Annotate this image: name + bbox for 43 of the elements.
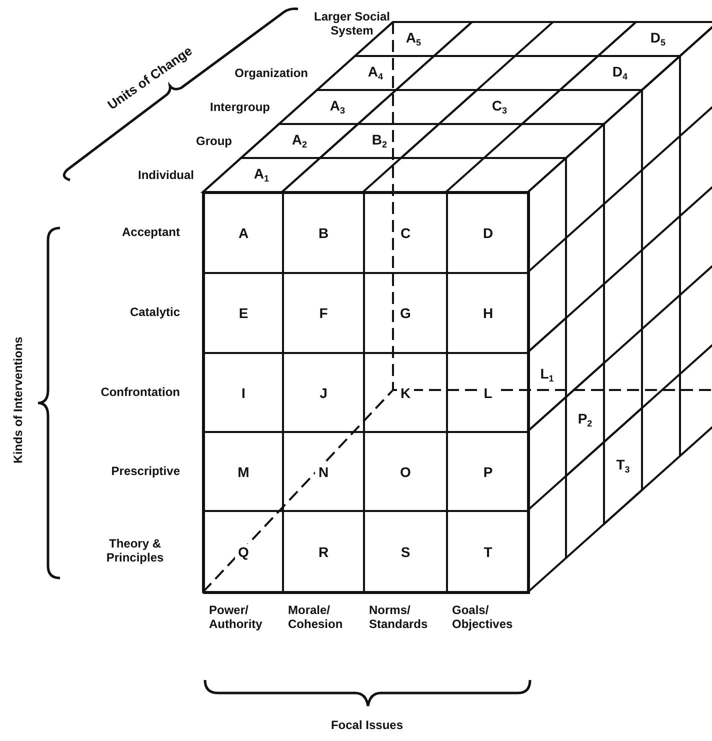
grid-cell: Q (203, 510, 284, 594)
parallelogram-cell (528, 318, 566, 431)
axis-label: Organization (234, 66, 308, 80)
cell-letter: L$_{1}$ (540, 366, 554, 383)
axis-label: Theory & Principles (105, 536, 165, 566)
axis-label: Individual (138, 168, 194, 182)
axis-label: Power/ Authority (209, 603, 264, 632)
cell-letter: D$_{5}$ (650, 30, 666, 48)
cell-letter: B$_{2}$ (372, 132, 388, 150)
axis-label: Acceptant (122, 224, 180, 240)
cell-letter: A$_{1}$ (254, 166, 270, 184)
axis-label: Focal Issues (330, 718, 404, 732)
axis-label: Group (196, 134, 232, 148)
cell-letter: D$_{4}$ (612, 64, 628, 82)
cell-letter: C$_{3}$ (492, 98, 508, 116)
parallelogram-cell (320, 124, 439, 158)
parallelogram-cell (604, 408, 642, 524)
axis-label: Goals/ Objectives (452, 603, 514, 632)
parallelogram-cell (279, 90, 396, 124)
axis-label: Morale/ Cohesion (288, 603, 344, 632)
parallelogram-cell (241, 124, 358, 158)
grid-cell: D (446, 192, 530, 274)
cell-letter: T$_{3}$ (616, 458, 630, 474)
cell-letter: P$_{2}$ (578, 411, 592, 428)
parallelogram-cell (317, 56, 434, 90)
grid-cell: T (446, 510, 530, 594)
cell-letter: A$_{4}$ (368, 64, 384, 82)
parallelogram-cell (203, 158, 320, 192)
parallelogram-cell (560, 56, 680, 90)
axis-label: Larger Social System (312, 10, 392, 38)
cell-letter: A$_{3}$ (330, 98, 346, 116)
parallelogram-cell (439, 90, 560, 124)
cell-letter: A$_{2}$ (292, 132, 308, 150)
axis-label: Confrontation (100, 384, 180, 399)
axis-label: Prescriptive (111, 463, 180, 478)
axis-label: Kinds of Interventions (10, 336, 26, 464)
axis-label: Catalytic (130, 304, 180, 320)
parallelogram-cell (598, 22, 712, 56)
grid-cell: A (203, 192, 284, 274)
axis-label: Intergroup (210, 100, 270, 114)
parallelogram-cell (566, 363, 604, 476)
axis-label: Norms/ Standards (369, 603, 429, 632)
cell-letter: A$_{5}$ (406, 30, 422, 48)
